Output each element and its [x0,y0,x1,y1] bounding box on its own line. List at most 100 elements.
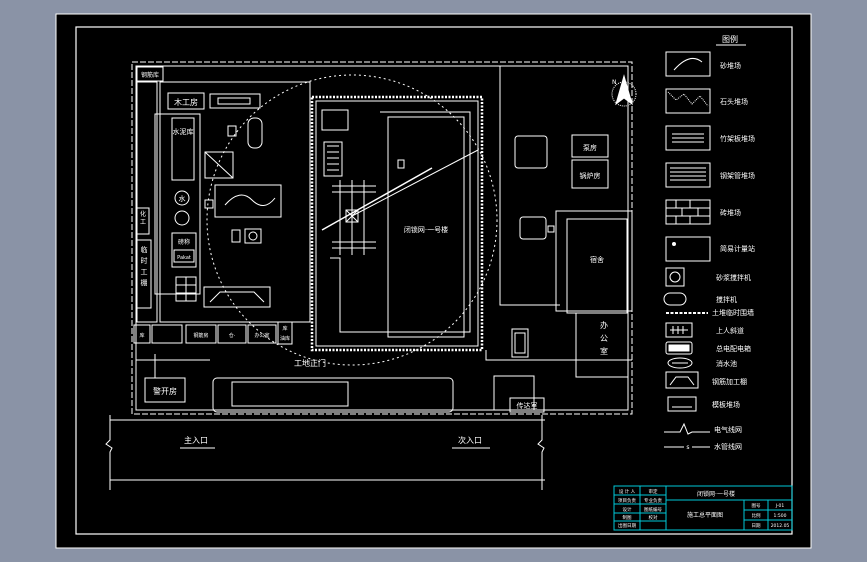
compass-label: N [612,79,617,86]
main-building-label: 闭锁网·一号楼 [404,225,448,234]
main-building-inner [315,100,479,347]
mortar-mixer-circle [669,271,681,283]
sand-pile-curve [224,194,276,206]
main-building-fence [310,95,484,352]
office-label-2: 公 [600,334,608,343]
top-left-room [136,66,164,82]
boiler-label: 锅炉房 [580,171,601,180]
legend-label-9: 上人斜道 [716,326,744,335]
main-entrance-label: 主入口 [184,435,208,445]
sand-pile-icon [665,51,711,77]
mixer-unit [247,117,263,149]
tb-project: 闭锁网·一号楼 [697,490,735,498]
crane-radius-circle [206,74,498,366]
temp-shed-label-1: 临 [141,245,148,254]
mortar-mixer-wheel [248,231,258,241]
carpentry-label: 木工房 [174,97,198,107]
left-tag-box [136,207,150,235]
drawing-sheet [55,13,812,549]
scale-room-label: 磅称 [178,238,190,246]
mortar-mixer [244,228,262,244]
distribution-box-fill [668,344,690,352]
sand-pile-icon-curve [673,57,703,71]
water-pool [519,216,547,240]
guard-room [144,377,186,403]
stone-pile-hatch [204,151,234,179]
tb-left-3-0: 制图 [623,514,632,521]
legend-label-10: 总电配电箱 [716,344,751,353]
scale-station-dot [672,242,676,246]
cement-store-label: 水泥库 [173,127,194,136]
water-pool-icon [667,357,693,369]
left-yard [159,81,311,323]
steel-pipe-icon [665,162,711,188]
timber-rack [323,141,343,177]
tb-right-0-1: J-01 [775,503,785,509]
bottom-cell-label-2: 钢筋房 [193,332,208,339]
left-perimeter-band [136,81,158,323]
stone-pile-icon [665,88,711,114]
legend-label-5: 简易计量站 [720,244,755,253]
drawing-border [75,26,793,535]
main-building [387,116,465,338]
rebar-shed-icon [665,371,699,389]
bottom-cell-5 [247,324,277,344]
main-building-outline [330,111,471,333]
office-building [575,312,629,378]
bottom-cell-label-3: 仓· [229,332,236,339]
bottom-cell-label-4: 办公室 [254,332,269,339]
tb-left-2-0: 设计 [623,506,632,513]
ramp-icon [665,322,693,338]
legend-label-13: 模板堆场 [712,400,740,409]
temp-shed [136,239,152,309]
water-pool-valve [547,225,555,233]
material-area-frame [154,113,201,295]
transfer-room [509,397,545,413]
dormitory-label: 宿舍 [590,255,604,264]
left-tag-b: 工 [140,219,146,226]
tb-left-2-1: 图纸编号 [644,506,662,513]
sand-pile-area [214,184,282,218]
bottom-cell-1 [133,324,151,344]
compass-arrow [615,74,633,106]
legend-label-3: 钢架管堆场 [720,171,755,180]
crane-trolley [397,159,405,169]
legend: 图例 [663,34,755,451]
tb-right-2-1: 2012.05 [771,523,790,529]
legend-label-14: 电气线网 [714,425,742,434]
rebar-shed-profile [209,291,265,303]
scale-station-icon [665,236,711,262]
carpentry-shed-inner [217,97,251,105]
road-break-left [105,415,113,490]
toilet-inner [514,332,526,354]
bamboo-board-icon [665,125,711,151]
water-tank-label: 水 [179,194,186,203]
tb-right-1-1: 1:500 [774,513,787,519]
site-plan: 钢筋库 木工房 水泥库 水 磅称 Pakat [105,61,633,490]
toilet-block [511,328,529,358]
legend-label-12: 钢筋加工棚 [712,377,747,386]
mortar-mixer-icon [665,267,685,287]
site-road-lower [485,350,632,361]
boiler-room [571,134,609,158]
site-inner-boundary [135,65,629,411]
temp-shed-label-2: 时 [141,256,148,265]
water-tank-1 [174,190,190,206]
scale-post [204,199,214,209]
mixer-box [227,125,237,137]
work-gate-label: 工地正门 [294,358,326,368]
crane-cable [351,149,479,217]
cement-store [171,117,195,181]
dormitory-outer [555,210,633,312]
scale-box [173,249,195,263]
legend-label-8: 土堆临时围墙 [712,308,754,317]
formwork-icon [667,396,697,412]
bottom-cell-2 [151,324,183,344]
bottom-cells: 库 钢筋房 仓· 办公室 库 油库 [133,321,293,345]
scale-room [171,232,197,268]
electric-line-icon [664,422,710,435]
bottom-cell-label-1: 库 [139,332,144,339]
brick-pile-icon [665,199,711,225]
bottom-cell-label-6: 油库 [280,335,290,342]
